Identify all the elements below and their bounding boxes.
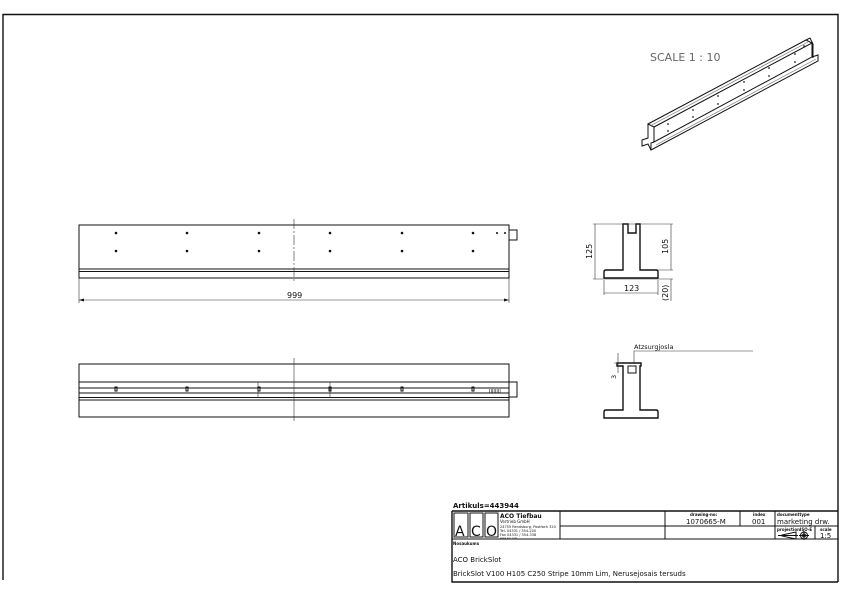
mounting-hole (471, 249, 475, 253)
company-name: ACO Tiefbau (500, 513, 542, 520)
slot-tick (185, 386, 189, 392)
mounting-hole (257, 249, 261, 253)
index-label: index (753, 512, 766, 517)
mounting-hole (185, 231, 189, 235)
scale-value: 1:5 (820, 532, 831, 540)
height-total-dim: 125 (585, 244, 594, 259)
drawing-no: 1070665-M (686, 518, 726, 526)
mounting-hole (328, 231, 332, 235)
documenttype-value: marketing drw. (777, 518, 830, 526)
slot-tick (328, 386, 332, 392)
slot-tick (114, 386, 118, 392)
mounting-hole (496, 232, 498, 234)
mounting-hole (400, 231, 404, 235)
title-block: Artikuls=443944 A C O ACO Tiefbau Vertri… (451, 502, 838, 583)
mounting-hole (504, 232, 506, 234)
section-view: 125 105 123 (20) (585, 223, 673, 301)
front-view: 999 (78, 219, 518, 303)
index-value: 001 (752, 518, 765, 526)
product-name: ACO BrickSlot (453, 556, 501, 564)
mounting-hole (114, 231, 118, 235)
detail-callout: Atzsurgjosla (634, 343, 673, 351)
base-thickness-dim: (20) (661, 285, 670, 301)
company-sub: Vertrieb GmbH (500, 519, 530, 524)
mounting-hole (400, 249, 404, 253)
length-dimension: 999 (287, 291, 302, 300)
bottom-marking: IIIIIIII (489, 389, 501, 395)
scale-label: scale (820, 527, 832, 532)
slot-tick (471, 386, 475, 392)
aco-logo: A C O (453, 512, 499, 540)
documenttype-label: documenttype (777, 512, 810, 517)
name-label: Nosaukums (453, 541, 480, 546)
company-address: 24755 Rendsburg, Postfach 320 (500, 525, 556, 529)
article-number: Artikuls=443944 (453, 502, 519, 510)
base-width-dim: 123 (624, 284, 639, 293)
svg-text:O: O (486, 524, 497, 540)
slot-tick (257, 386, 261, 392)
iso-scale-label: SCALE 1 : 10 (650, 51, 720, 64)
mounting-hole (185, 249, 189, 253)
isometric-view (641, 37, 819, 151)
bottom-view: IIIIIIII (78, 358, 518, 421)
detail-view: Atzsurgjosla 3 (603, 343, 753, 419)
svg-text:A: A (455, 524, 465, 540)
slot-tick (400, 386, 404, 392)
height-stem-dim: 105 (661, 239, 670, 254)
detail-dimension: 3 (610, 375, 618, 379)
mounting-hole (257, 231, 261, 235)
projection-symbol-icon (778, 531, 809, 540)
product-description: BrickSlot V100 H105 C250 Stripe 10mm Lim… (453, 570, 686, 578)
svg-text:C: C (471, 524, 481, 540)
mounting-hole (114, 249, 118, 253)
mounting-hole (328, 249, 332, 253)
company-fax: Fax 04331 / 354-338 (500, 533, 536, 537)
drawing-no-label: drawing-no: (690, 512, 718, 517)
company-phone: Tel. 04331 / 354-200 (499, 529, 536, 533)
company-web: www.aco.com (500, 537, 518, 540)
sheet-frame (2, 13, 839, 582)
projection-label: projectionISO-E (777, 527, 812, 532)
mounting-hole (471, 231, 475, 235)
